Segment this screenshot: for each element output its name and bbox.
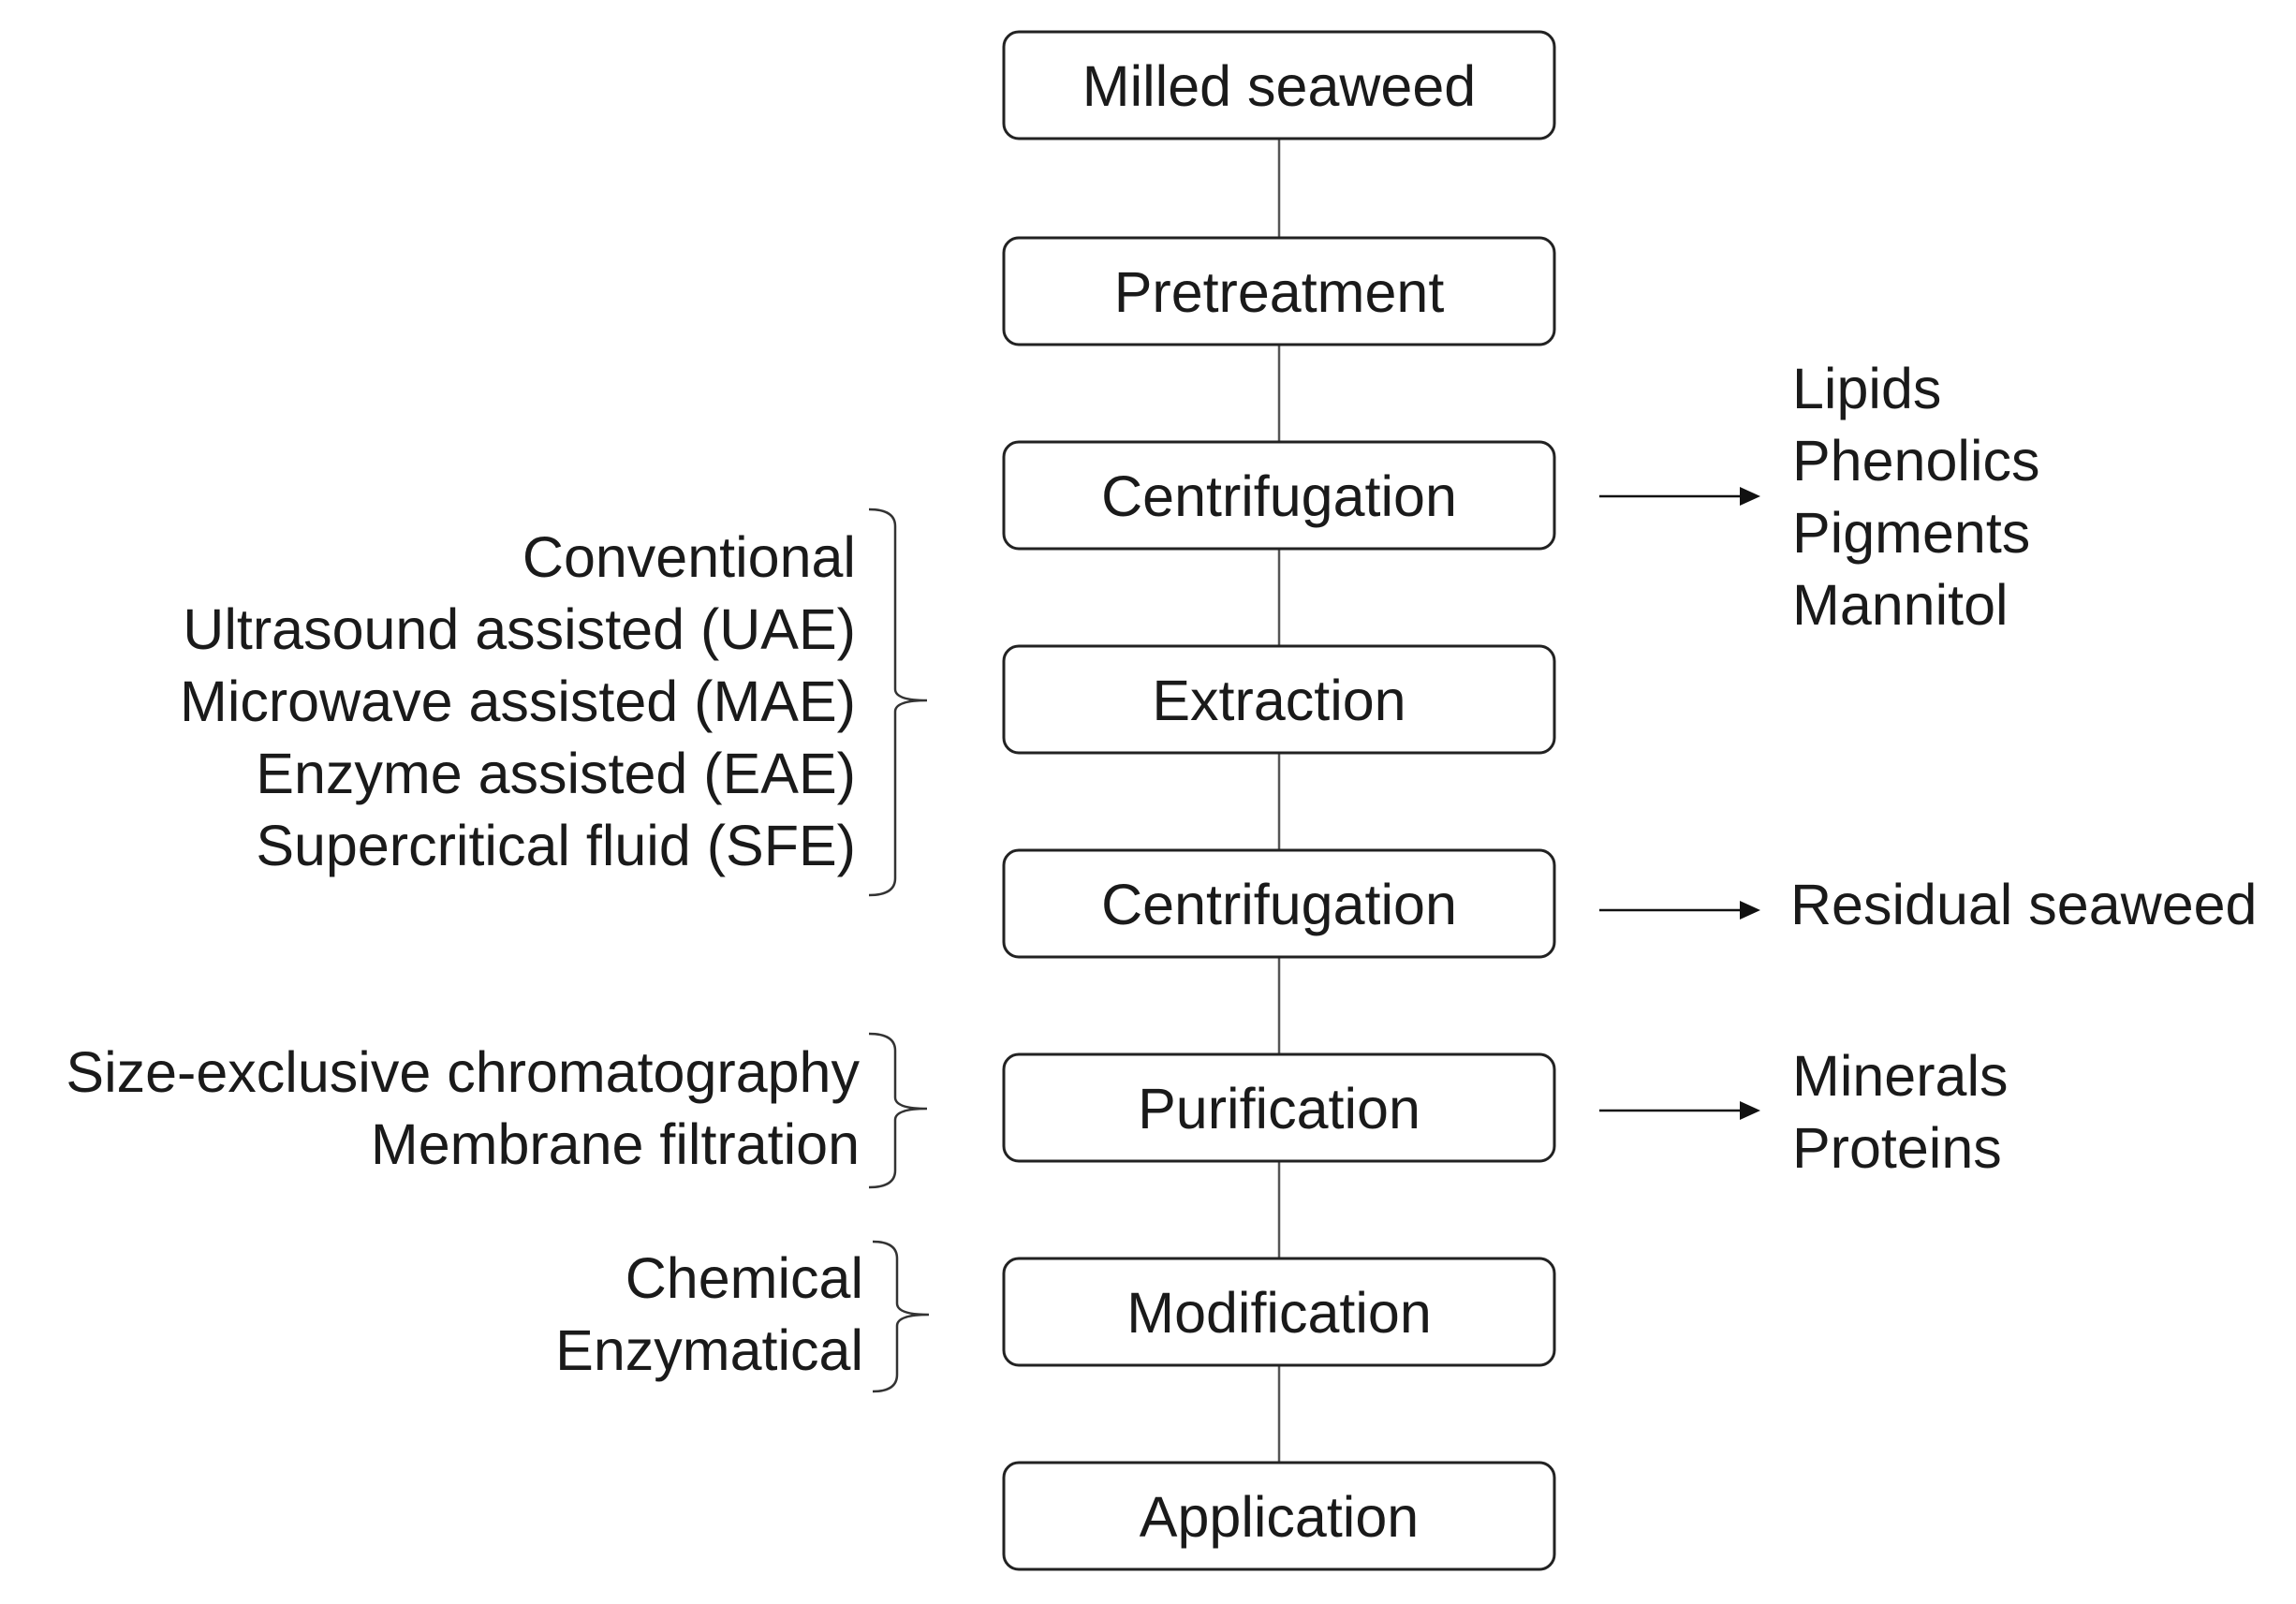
step-centrifugation-1: Centrifugation	[1002, 440, 1556, 551]
step-centrifugation-2: Centrifugation	[1002, 848, 1556, 959]
step-milled-seaweed: Milled seaweed	[1002, 30, 1556, 140]
output-lipids: Lipids	[1792, 357, 1941, 420]
outputs-purification: Minerals Proteins	[1792, 1044, 2009, 1180]
step-application: Application	[1002, 1461, 1556, 1571]
output-arrow-purification	[1599, 1101, 1760, 1120]
method-enzyme: Enzyme assisted (EAE)	[256, 742, 856, 805]
step-label: Modification	[1126, 1281, 1432, 1345]
step-box	[1002, 1461, 1556, 1571]
output-arrow-centrifugation-2	[1599, 901, 1760, 920]
purification-methods: Size-exclusive chromatography Membrane f…	[66, 1032, 928, 1189]
extraction-methods: Conventional Ultrasound assisted (UAE) M…	[180, 508, 928, 897]
purification-bracket	[868, 1032, 928, 1189]
method-chemical: Chemical	[626, 1246, 863, 1310]
output-minerals: Minerals	[1792, 1044, 2009, 1108]
step-box	[1002, 236, 1556, 346]
output-arrow-centrifugation-1	[1599, 487, 1760, 506]
output-mannitol: Mannitol	[1792, 573, 2009, 637]
step-label: Application	[1140, 1485, 1419, 1549]
arrow-head	[1740, 901, 1760, 920]
outputs-centrifugation-1: Lipids Phenolics Pigments Mannitol	[1792, 357, 2040, 637]
step-label: Purification	[1138, 1077, 1420, 1140]
arrow-head	[1740, 1101, 1760, 1120]
step-box	[1002, 440, 1556, 551]
step-extraction: Extraction	[1002, 644, 1556, 755]
step-modification: Modification	[1002, 1257, 1556, 1367]
step-pretreatment: Pretreatment	[1002, 236, 1556, 346]
modification-methods: Chemical Enzymatical	[555, 1240, 930, 1393]
step-label: Milled seaweed	[1082, 54, 1476, 118]
extraction-bracket	[868, 508, 928, 897]
step-box	[1002, 644, 1556, 755]
modification-bracket	[872, 1240, 930, 1393]
step-box	[1002, 1257, 1556, 1367]
step-box	[1002, 848, 1556, 959]
outputs-centrifugation-2: Residual seaweed	[1790, 873, 2257, 936]
method-ultrasound: Ultrasound assisted (UAE)	[183, 597, 856, 661]
method-microwave: Microwave assisted (MAE)	[180, 670, 856, 733]
step-purification: Purification	[1002, 1052, 1556, 1163]
step-label: Centrifugation	[1101, 873, 1457, 936]
method-membrane: Membrane filtration	[371, 1112, 860, 1176]
output-residual-seaweed: Residual seaweed	[1790, 873, 2257, 936]
output-pigments: Pigments	[1792, 501, 2030, 565]
method-supercritical: Supercritical fluid (SFE)	[256, 814, 856, 877]
step-label: Extraction	[1152, 669, 1406, 732]
step-label: Centrifugation	[1101, 464, 1457, 528]
method-conventional: Conventional	[522, 525, 856, 589]
method-size-exclusive: Size-exclusive chromatography	[66, 1040, 860, 1104]
step-label: Pretreatment	[1114, 260, 1445, 324]
output-proteins: Proteins	[1792, 1116, 2002, 1180]
method-enzymatical: Enzymatical	[555, 1318, 863, 1382]
arrow-head	[1740, 487, 1760, 506]
step-box	[1002, 30, 1556, 140]
output-phenolics: Phenolics	[1792, 429, 2040, 493]
step-box	[1002, 1052, 1556, 1163]
